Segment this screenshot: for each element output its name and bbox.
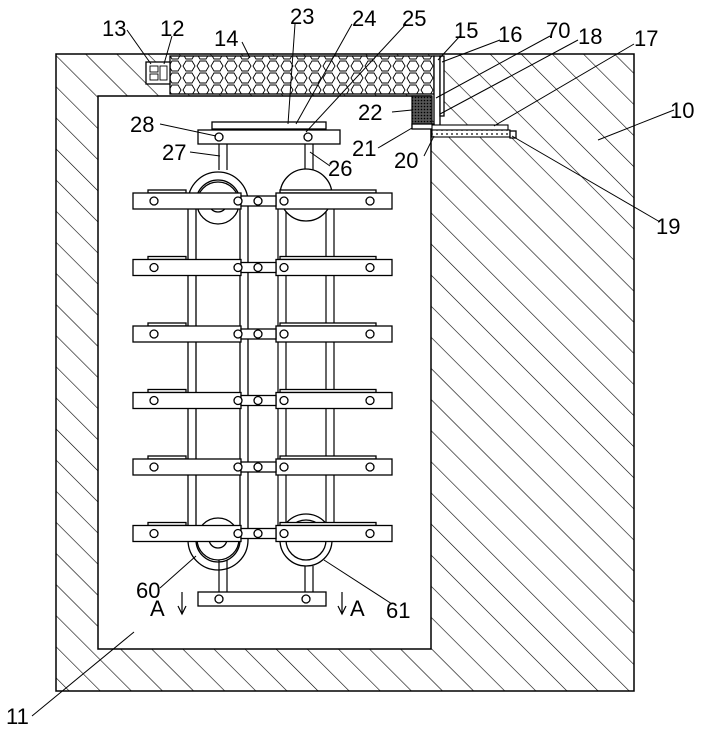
plate-15-16 (434, 56, 444, 126)
label-22: 22 (358, 100, 382, 125)
label-15: 15 (454, 18, 478, 43)
label-12: 12 (160, 16, 184, 41)
label-19: 19 (656, 214, 680, 239)
label-11: 11 (6, 704, 29, 729)
label-16: 16 (498, 22, 522, 47)
fitting-12-13 (146, 62, 170, 84)
label-26: 26 (328, 156, 352, 181)
label-24: 24 (352, 6, 376, 31)
label-13: 13 (102, 16, 126, 41)
label-18: 18 (578, 24, 602, 49)
label-20: 20 (394, 148, 418, 173)
label-17: 17 (634, 26, 658, 51)
section-label-right: A (350, 596, 365, 621)
block-22 (412, 96, 432, 126)
plate-17-20 (432, 125, 516, 138)
label-10: 10 (670, 98, 694, 123)
label-70: 70 (546, 18, 570, 43)
label-61: 61 (386, 598, 410, 623)
bracket-21 (412, 124, 434, 129)
label-25: 25 (402, 6, 426, 31)
label-27: 27 (162, 140, 186, 165)
label-23: 23 (290, 4, 314, 29)
filter-strip-14 (170, 56, 434, 94)
cavity-11 (98, 96, 431, 649)
label-21: 21 (352, 136, 376, 161)
belt-loop-60 (188, 172, 248, 570)
label-14: 14 (214, 26, 238, 51)
label-28: 28 (130, 112, 154, 137)
label-60: 60 (136, 578, 160, 603)
